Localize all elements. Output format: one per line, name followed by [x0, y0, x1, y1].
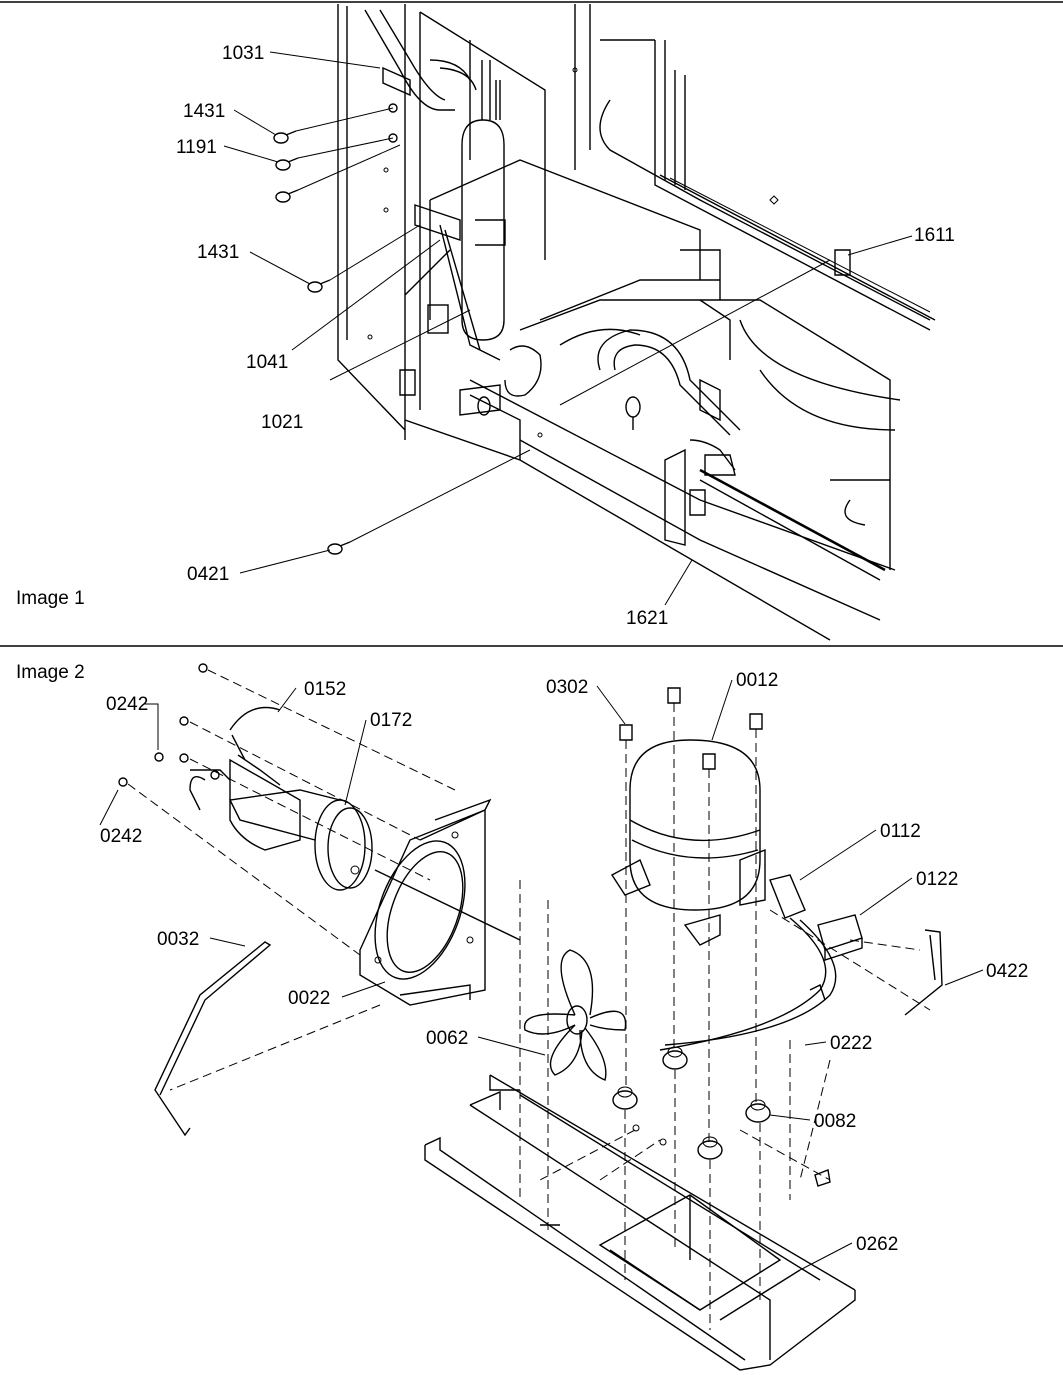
callout-0242-upper: 0242: [106, 694, 148, 715]
callout-0222: 0222: [830, 1033, 872, 1054]
callout-1021: 1021: [261, 412, 303, 433]
callout-0112: 0112: [880, 821, 921, 842]
callout-0422: 0422: [986, 961, 1028, 982]
callout-1431-upper: 1431: [183, 101, 225, 122]
image2-assembly-drawing: [118, 663, 943, 1371]
callout-1041: 1041: [246, 352, 288, 373]
callout-0122: 0122: [916, 869, 958, 890]
grommet-d: [745, 1099, 771, 1123]
grommet-a: [612, 1086, 638, 1110]
grommet-b: [662, 1046, 688, 1070]
callout-0172: 0172: [370, 710, 412, 731]
callout-0262: 0262: [856, 1234, 898, 1255]
callout-0012: 0012: [736, 670, 778, 691]
callout-0421: 0421: [187, 564, 229, 585]
grommet-c: [697, 1136, 723, 1160]
screw-1431-lower: [307, 279, 331, 293]
panel-caption-image2: Image 2: [16, 662, 85, 683]
screw-0421: [327, 541, 351, 555]
callout-0082: 0082: [814, 1111, 856, 1132]
screw-unlabeled: [275, 189, 299, 203]
callout-1611: 1611: [914, 225, 955, 246]
screw-1431-upper: [273, 130, 297, 144]
screw-1191: [275, 157, 299, 171]
panel-caption-image1: Image 1: [16, 588, 85, 609]
image1-cabinet-drawing: [273, 4, 936, 641]
callout-0242-lower: 0242: [100, 826, 142, 847]
callout-leaders: [99, 51, 984, 1271]
callout-0152: 0152: [304, 679, 346, 700]
callout-1191: 1191: [176, 137, 217, 158]
callout-0062: 0062: [426, 1028, 468, 1049]
callout-1621: 1621: [626, 608, 668, 629]
callout-1031: 1031: [222, 43, 264, 64]
callout-0032: 0032: [157, 929, 199, 950]
callout-0302: 0302: [546, 677, 588, 698]
callout-0022: 0022: [288, 988, 330, 1009]
callout-1431-lower: 1431: [197, 242, 239, 263]
